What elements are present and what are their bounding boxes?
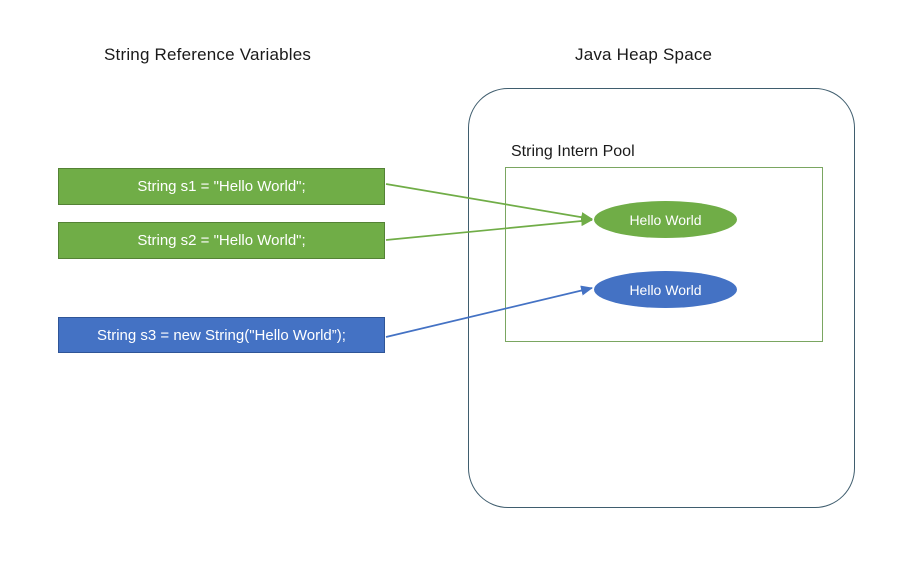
reference-variable-code-s2: String s2 = "Hello World"; — [137, 232, 306, 249]
heap-object-blue-hello-world: Hello World — [594, 271, 737, 308]
reference-variable-box-s2: String s2 = "Hello World"; — [58, 222, 385, 259]
reference-variable-code-s1: String s1 = "Hello World"; — [137, 178, 306, 195]
heap-object-green-label: Hello World — [629, 211, 702, 228]
heading-java-heap-space: Java Heap Space — [575, 45, 713, 64]
string-intern-pool-label: String Intern Pool — [511, 143, 635, 160]
reference-variable-box-s3: String s3 = new String("Hello World”); — [58, 317, 385, 353]
heap-object-green-hello-world: Hello World — [594, 201, 737, 238]
heading-string-reference-variables: String Reference Variables — [104, 45, 312, 64]
string-intern-pool-box — [505, 167, 823, 342]
reference-variable-code-s3: String s3 = new String("Hello World”); — [97, 326, 346, 344]
reference-variable-box-s1: String s1 = "Hello World"; — [58, 168, 385, 205]
heap-object-blue-label: Hello World — [629, 281, 702, 298]
